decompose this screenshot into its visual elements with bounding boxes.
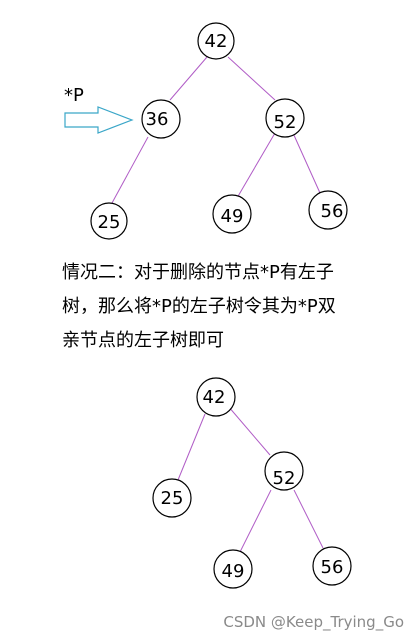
caption-line: 亲节点的左子树即可: [62, 330, 224, 351]
edge-52-56: [292, 132, 321, 194]
tree-node: 52: [264, 451, 304, 491]
caption: 情况二：对于删除的节点*P有左子 树，那么将*P的左子树令其为*P双 亲节点的左…: [62, 256, 407, 358]
tree-node: 56: [308, 190, 348, 230]
edge-52-49: [236, 132, 276, 199]
edge-42-36: [169, 56, 208, 101]
node-label: 42: [203, 387, 226, 408]
node-label: 52: [274, 112, 297, 133]
edge-42-25: [177, 413, 206, 481]
tree-node: 36: [141, 99, 181, 139]
tree-before: 42 36 52 25 49 56 *P: [64, 22, 348, 240]
pointer-arrow-icon: [64, 106, 134, 134]
edge-52-56: [293, 489, 324, 549]
watermark: CSDN @Keep_Trying_Go: [223, 613, 404, 631]
node-label: 49: [221, 206, 244, 227]
tree-after: 42 25 52 49 56: [152, 377, 352, 589]
tree-node: 49: [212, 194, 252, 234]
edge-42-52: [227, 56, 276, 101]
node-label: 49: [222, 561, 245, 582]
node-label: 56: [321, 201, 344, 222]
pointer-label: *P: [64, 85, 84, 106]
tree-node: 52: [265, 98, 305, 138]
caption-line: 树，那么将*P的左子树令其为*P双: [62, 296, 336, 317]
edge-36-25: [111, 136, 149, 204]
node-label: 42: [205, 31, 228, 52]
node-label: 25: [161, 488, 184, 509]
caption-line: 情况二：对于删除的节点*P有左子: [62, 262, 334, 283]
tree-node: 25: [152, 478, 192, 518]
tree-node: 56: [312, 546, 352, 586]
tree-node: 42: [196, 377, 236, 417]
tree-node: 49: [213, 549, 253, 589]
node-label: 52: [273, 468, 296, 489]
node-label: 36: [146, 109, 169, 130]
node-label: 25: [98, 212, 121, 233]
tree-node: 25: [90, 202, 128, 240]
edge-52-49: [239, 489, 272, 553]
edge-42-52: [227, 405, 271, 456]
node-label: 56: [321, 557, 344, 578]
tree-node: 42: [197, 22, 235, 60]
